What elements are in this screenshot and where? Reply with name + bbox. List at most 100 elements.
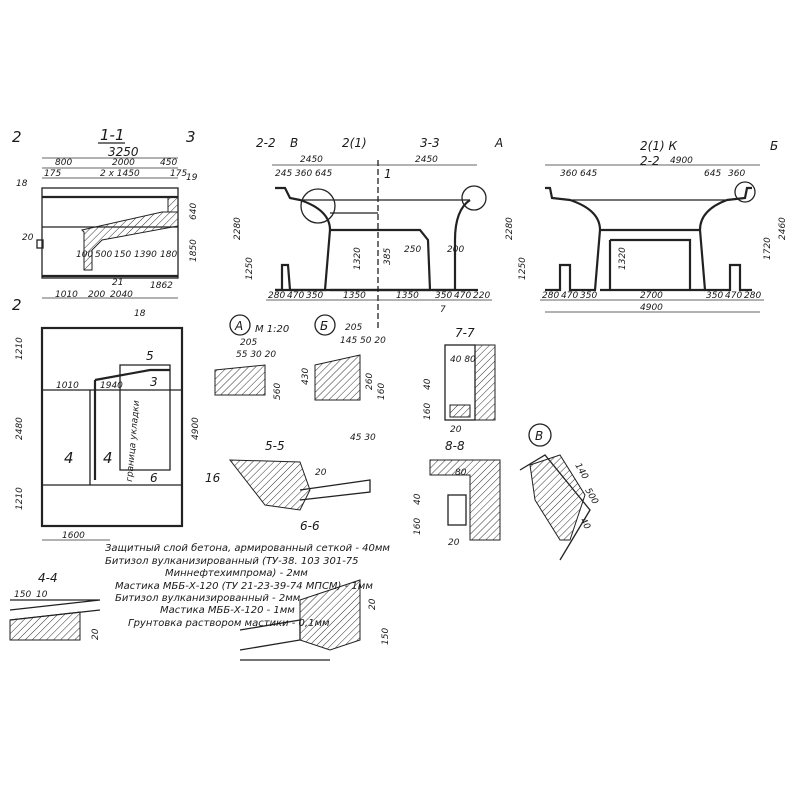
dimension: 350 <box>435 291 452 301</box>
dimension: 40 <box>413 493 423 505</box>
dimension: 200 <box>447 245 464 255</box>
cut-mark: 16 <box>205 471 221 485</box>
dimension: 10 <box>36 590 48 600</box>
section-title: 2(1) <box>342 136 367 150</box>
dimension: 220 <box>473 291 490 301</box>
dimension: 385 <box>383 248 393 265</box>
dimension: 2460 <box>778 217 788 240</box>
dimension: 1862 <box>150 281 173 291</box>
dimension: 350 <box>706 291 723 301</box>
dimension: 1350 <box>396 291 419 301</box>
dimension: 1210 <box>15 487 25 510</box>
dimension: 470 <box>287 291 304 301</box>
mark: 19 <box>186 173 198 183</box>
dimension: 645 <box>704 169 721 179</box>
detail-v: В 140 500 40 <box>519 423 600 561</box>
mark: 18 <box>134 309 146 319</box>
cut-mark: 4 <box>64 449 74 467</box>
cut-mark: 2 <box>12 128 22 146</box>
dimension: 1320 <box>618 247 628 270</box>
dimension: 1350 <box>343 291 366 301</box>
dimension: 150 <box>381 628 391 645</box>
detail-b: Б 205 145 50 20 430 260 160 45 30 <box>301 314 387 443</box>
dimension: 150 <box>14 590 31 600</box>
dimension: 2450 <box>300 155 323 165</box>
dimension: 350 <box>306 291 323 301</box>
dimension: 20 <box>91 628 101 640</box>
dimension: 1010 <box>56 381 79 391</box>
dimension: 205 <box>240 338 257 348</box>
dimension: 40 80 <box>450 355 476 365</box>
dimension: 800 <box>55 158 72 168</box>
cut-mark: 7 <box>440 305 446 315</box>
detail-a: А М 1:20 205 55 30 20 560 <box>214 314 289 400</box>
section-title: 4-4 <box>38 571 58 585</box>
dimension: 2450 <box>415 155 438 165</box>
dimension: 245 <box>275 169 292 179</box>
dimension: 350 <box>580 291 597 301</box>
dimension: 2040 <box>110 290 133 300</box>
dimension: 1720 <box>763 237 773 260</box>
note-line: Миннефтехимпрома) - 2мм <box>165 568 308 579</box>
section-1-1: 1-1 2 3 2 3250 800 2000 450 175 2 x 1450… <box>12 126 199 319</box>
dimension: 2 x 1450 <box>100 169 140 179</box>
section-title: 2-2 <box>256 136 276 150</box>
layer-notes: Защитный слой бетона, армированный сетко… <box>105 542 390 629</box>
note-line: Мастика МББ-Х-120 (ТУ 21-23-39-74 МПСМ) … <box>115 581 373 592</box>
dimension: 40 <box>423 378 433 390</box>
detail-callout: А <box>494 136 503 150</box>
dimension: 450 <box>160 158 177 168</box>
plan-view: 1210 2480 1210 4900 1010 1940 4 4 5 3 6 … <box>15 326 221 541</box>
note-line: Битизол вулканизированный - 2мм <box>115 593 301 604</box>
section-5-5: 5-5 20 <box>228 439 371 511</box>
dimension: 470 <box>454 291 471 301</box>
dimension: 55 30 20 <box>236 350 276 360</box>
dimension: 180 <box>160 250 177 260</box>
dimension: 1940 <box>100 381 123 391</box>
mark: 18 <box>16 179 28 189</box>
dimension: 280 <box>268 291 285 301</box>
section-title: 8-8 <box>445 439 465 453</box>
section-2-1-k: 2(1) К 2-2 Б 4900 360 645 645 360 2700 2… <box>505 139 788 313</box>
section-title: 6-6 <box>300 519 320 533</box>
cut-mark: 6 <box>150 471 158 485</box>
dimension: 280 <box>744 291 761 301</box>
detail-callout: В <box>290 136 298 150</box>
dimension: 160 <box>413 518 423 535</box>
section-title: 5-5 <box>265 439 285 453</box>
dimension: 280 <box>542 291 559 301</box>
dimension: 3250 <box>108 145 139 159</box>
scale-label: М 1:20 <box>255 324 289 335</box>
dimension: 500 <box>95 250 112 260</box>
dimension: 4900 <box>670 156 693 166</box>
detail-title: В <box>535 429 543 443</box>
section-2-2-3-3: 2-2 2(1) 3-3 В А 2450 2450 245 360 645 1… <box>233 136 503 330</box>
section-7-7: 7-7 40 80 40 160 20 <box>423 326 496 435</box>
cut-mark: 2 <box>12 296 22 314</box>
dimension: 160 <box>423 403 433 420</box>
section-8-8: 8-8 80 40 160 20 <box>413 439 501 548</box>
section-4-4: 4-4 150 10 20 <box>9 571 101 641</box>
dimension: 2280 <box>233 217 243 240</box>
section-title: 2(1) К <box>640 139 677 153</box>
dimension: 1250 <box>518 257 528 280</box>
dimension: 560 <box>273 383 283 400</box>
dimension: 2000 <box>112 158 135 168</box>
dimension: 150 <box>114 250 131 260</box>
detail-callout: Б <box>770 139 778 153</box>
dimension: 175 <box>44 169 61 179</box>
dimension: 430 <box>301 368 311 385</box>
dimension: 80 <box>455 468 467 478</box>
cut-mark: 5 <box>146 349 154 363</box>
dimension: 360 <box>295 169 312 179</box>
section-title: 1-1 <box>100 126 125 144</box>
dimension: 40 <box>577 517 592 532</box>
section-title: 3-3 <box>420 136 440 150</box>
dimension: 4900 <box>640 303 663 313</box>
section-title: 2-2 <box>640 154 660 168</box>
dimension: 2280 <box>505 217 515 240</box>
dimension: 100 <box>76 250 93 260</box>
detail-title: А <box>234 319 243 333</box>
dimension: 640 <box>189 203 199 220</box>
